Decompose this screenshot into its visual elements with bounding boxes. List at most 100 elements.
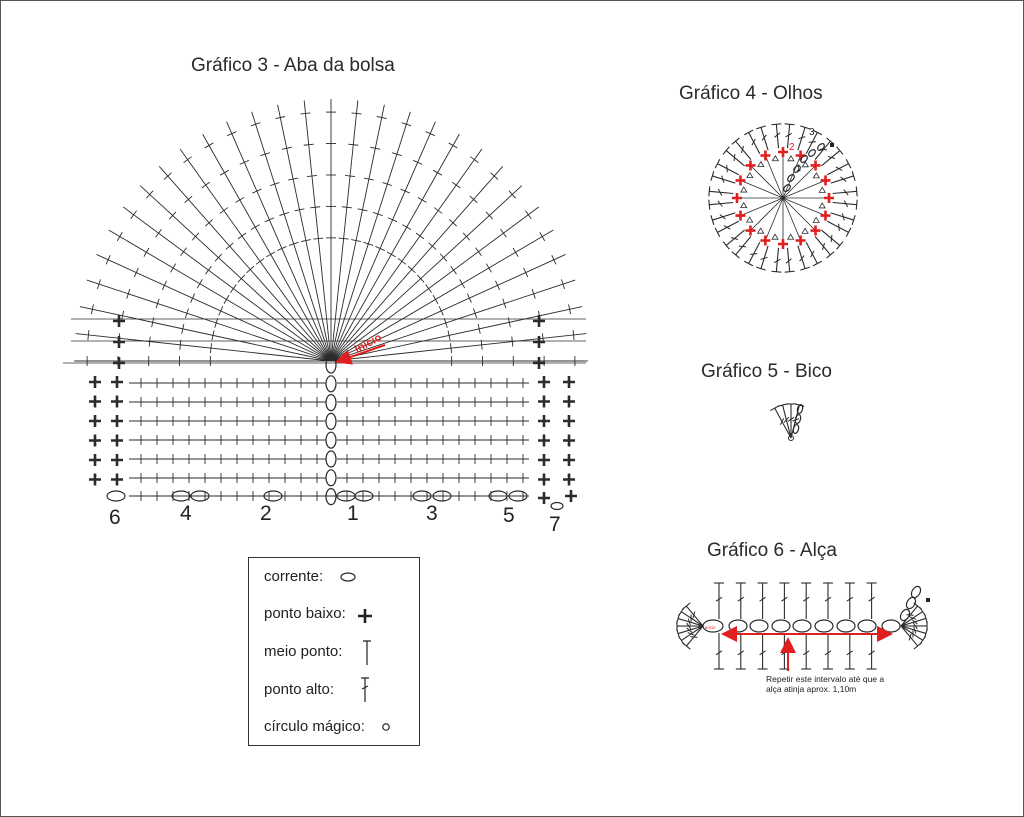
fan-stitch-cap [450, 265, 457, 275]
stitch-stem [686, 625, 704, 647]
fan-spoke [96, 254, 332, 362]
fan-spoke [330, 100, 359, 362]
chart6-end-mark [926, 598, 930, 602]
fan-stitch-cap [372, 212, 383, 216]
single-crochet-mark [89, 473, 101, 486]
chart5-title: Gráfico 5 - Bico [701, 361, 832, 382]
stitch-yarnover [843, 189, 849, 196]
stitch-yarnover [799, 255, 805, 262]
strap-chain-stitch [836, 619, 856, 633]
stitch-cap [770, 405, 780, 412]
foundation-chain-stitch [106, 490, 126, 502]
legend-double-crochet-label: ponto alto: [264, 681, 335, 698]
foundation-chain-stitch [190, 490, 210, 502]
fan-stitch-cap [511, 336, 514, 347]
eye-spoke [750, 165, 784, 199]
fan-spoke [330, 229, 554, 362]
fan-stitch-cap [345, 175, 356, 177]
increase-mark [818, 202, 826, 209]
fan-spoke [123, 206, 332, 362]
increase-mark [745, 216, 754, 223]
stitch-stem [735, 140, 752, 160]
fan-spoke [330, 306, 583, 362]
beak-chain-stitch [792, 424, 800, 434]
stitch-cap [714, 227, 721, 238]
stitch-stem [821, 229, 841, 246]
stitch-yarnover [827, 156, 836, 160]
fan-stitch-cap [146, 190, 154, 199]
fan-stitch-cap [363, 241, 374, 246]
stitch-yarnover [785, 258, 792, 264]
stitch-stem [680, 611, 704, 627]
stitch-yarnover [773, 258, 781, 264]
chart6-strap-diagram: início [676, 582, 930, 671]
fan-stitch-cap [448, 219, 457, 227]
chart6-repeat-note: Repetir este intervalo até que a alça at… [766, 674, 885, 694]
center-chain-stitch [325, 412, 337, 430]
fan-stitch-cap [230, 284, 237, 293]
strap-chain-stitch [814, 619, 834, 633]
eye-chain-stitch [783, 184, 791, 192]
fan-stitch-cap [539, 231, 546, 242]
fan-stitch-cap [300, 239, 311, 243]
stitch-yarnover [908, 633, 912, 641]
eye-spoke [782, 197, 826, 216]
increase-mark [787, 155, 795, 162]
fan-stitch-cap [375, 246, 385, 251]
stitch-stem [805, 132, 818, 154]
fan-spoke [330, 254, 566, 362]
stitch-stem [725, 150, 745, 167]
fan-stitch-cap [525, 210, 532, 220]
increase-mark [812, 216, 820, 223]
increase-mark [757, 160, 765, 168]
stitch-stem [677, 625, 704, 635]
fan-spoke [303, 100, 332, 362]
fan-stitch-cap [269, 182, 280, 187]
fan-stitch-cap [116, 231, 123, 242]
fan-stitch-cap [277, 246, 287, 251]
stitch-yarnover [761, 134, 767, 141]
stitch-yarnover [779, 418, 785, 426]
stitch-yarnover [686, 622, 692, 630]
eye-spoke [782, 165, 816, 199]
fan-stitch-cap [466, 293, 472, 303]
stitch-cap [714, 158, 721, 169]
eye-spoke [750, 197, 784, 231]
fan-spoke [202, 133, 332, 362]
stitch-cap [756, 125, 766, 130]
single-crochet-mark [111, 473, 123, 486]
fan-stitch-cap [168, 211, 177, 220]
single-crochet-mark [820, 175, 831, 186]
fan-stitch-cap [523, 267, 529, 278]
stitch-yarnover [751, 138, 756, 146]
stitch-yarnover [808, 141, 816, 143]
fan-spoke [330, 133, 460, 362]
stitch-cap [812, 129, 823, 136]
fan-stitch-cap [264, 217, 275, 223]
strap-chain-stitch [749, 619, 769, 633]
single-crochet-mark [745, 160, 756, 171]
fan-stitch-cap [210, 343, 212, 354]
legend-chain-label: corrente: [264, 568, 324, 585]
center-chain-stitch [325, 356, 337, 374]
single-crochet-mark [745, 225, 756, 236]
row-number-6: 6 [109, 506, 121, 529]
fan-stitch-cap [239, 159, 250, 165]
stitch-stem [685, 605, 704, 627]
stitch-yarnover [846, 596, 854, 602]
stitch-yarnover [835, 166, 843, 171]
stitch-yarnover [737, 650, 745, 656]
fan-stitch-cap [428, 242, 437, 250]
single-crochet-mark [538, 492, 550, 504]
fan-stitch-cap [531, 288, 536, 299]
fan-stitch-cap [183, 156, 192, 163]
stitch-yarnover [841, 213, 845, 221]
stitch-yarnover [906, 614, 914, 616]
stitch-yarnover [824, 650, 832, 656]
fan-stitch-cap [473, 308, 478, 319]
stitch-stem [830, 175, 854, 184]
stitch-cap [722, 146, 730, 155]
fan-stitch-cap [363, 177, 374, 181]
fan-stitch-cap [477, 323, 481, 334]
fan-stitch-cap [300, 112, 311, 115]
